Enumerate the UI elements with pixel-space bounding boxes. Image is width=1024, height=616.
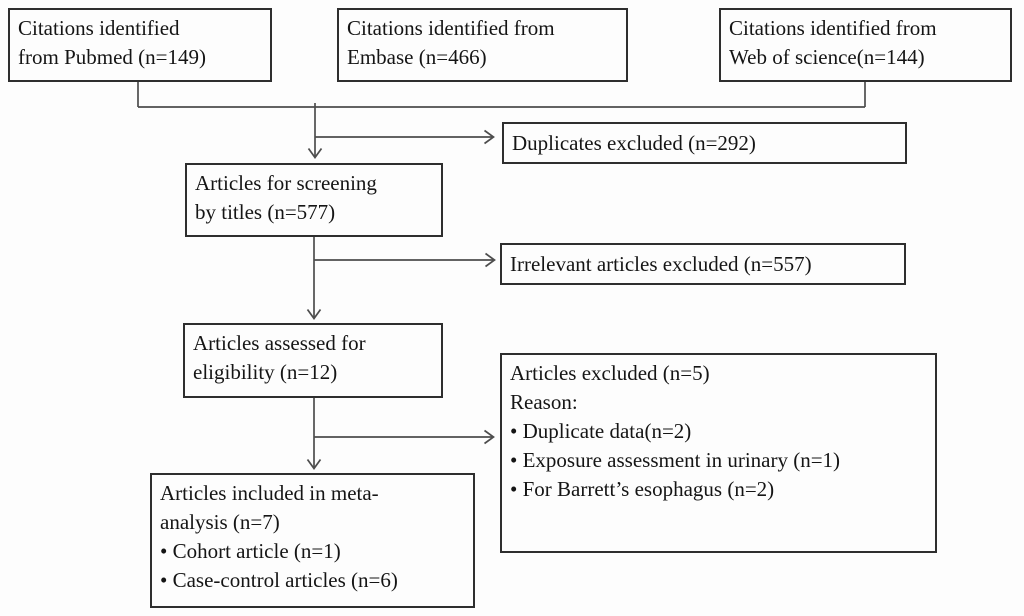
box-excluded-with-reasons: Articles excluded (n=5) Reason: • Duplic…: [500, 353, 937, 553]
box-text-line: Duplicates excluded (n=292): [512, 131, 756, 155]
box-text-line: • For Barrett’s esophagus (n=2): [510, 477, 775, 501]
arrowhead-right-irrelevant: [485, 252, 496, 268]
box-text-line: from Pubmed (n=149): [18, 45, 206, 69]
box-text-line: Irrelevant articles excluded (n=557): [510, 252, 812, 276]
box-text-line: analysis (n=7): [160, 510, 280, 534]
box-included-meta-analysis: Articles included in meta- analysis (n=7…: [150, 473, 475, 608]
box-text-line: Reason:: [510, 390, 578, 414]
box-screening-by-titles: Articles for screening by titles (n=577): [185, 163, 443, 237]
box-text-line: Citations identified: [18, 16, 180, 40]
box-text-line: Web of science(n=144): [729, 45, 925, 69]
box-text-line: • Case-control articles (n=6): [160, 568, 398, 592]
arrowhead-right-excluded: [484, 429, 495, 445]
box-text-line: Articles for screening: [195, 171, 377, 195]
box-duplicates-excluded: Duplicates excluded (n=292): [502, 122, 907, 164]
box-text-line: Citations identified from: [347, 16, 555, 40]
box-text-line: Articles assessed for: [193, 331, 366, 355]
arrowhead-down-included: [306, 459, 322, 470]
arrowhead-down-screening: [307, 148, 323, 159]
box-text-line: • Cohort article (n=1): [160, 539, 341, 563]
box-citations-web-of-science: Citations identified from Web of science…: [719, 8, 1012, 82]
box-text-line: Citations identified from: [729, 16, 937, 40]
box-citations-embase: Citations identified from Embase (n=466): [337, 8, 628, 82]
arrowhead-right-duplicates: [484, 129, 495, 145]
box-citations-pubmed: Citations identified from Pubmed (n=149): [8, 8, 272, 82]
box-irrelevant-excluded: Irrelevant articles excluded (n=557): [500, 243, 906, 285]
box-text-line: • Duplicate data(n=2): [510, 419, 692, 443]
box-text-line: Articles included in meta-: [160, 481, 379, 505]
connector-merge-top: [137, 82, 866, 108]
box-text-line: Articles excluded (n=5): [510, 361, 710, 385]
arrowhead-down-assessed: [306, 309, 322, 320]
box-text-line: eligibility (n=12): [193, 360, 338, 384]
box-assessed-eligibility: Articles assessed for eligibility (n=12): [183, 323, 443, 398]
box-text-line: • Exposure assessment in urinary (n=1): [510, 448, 841, 472]
box-text-line: by titles (n=577): [195, 200, 336, 224]
box-text-line: Embase (n=466): [347, 45, 487, 69]
